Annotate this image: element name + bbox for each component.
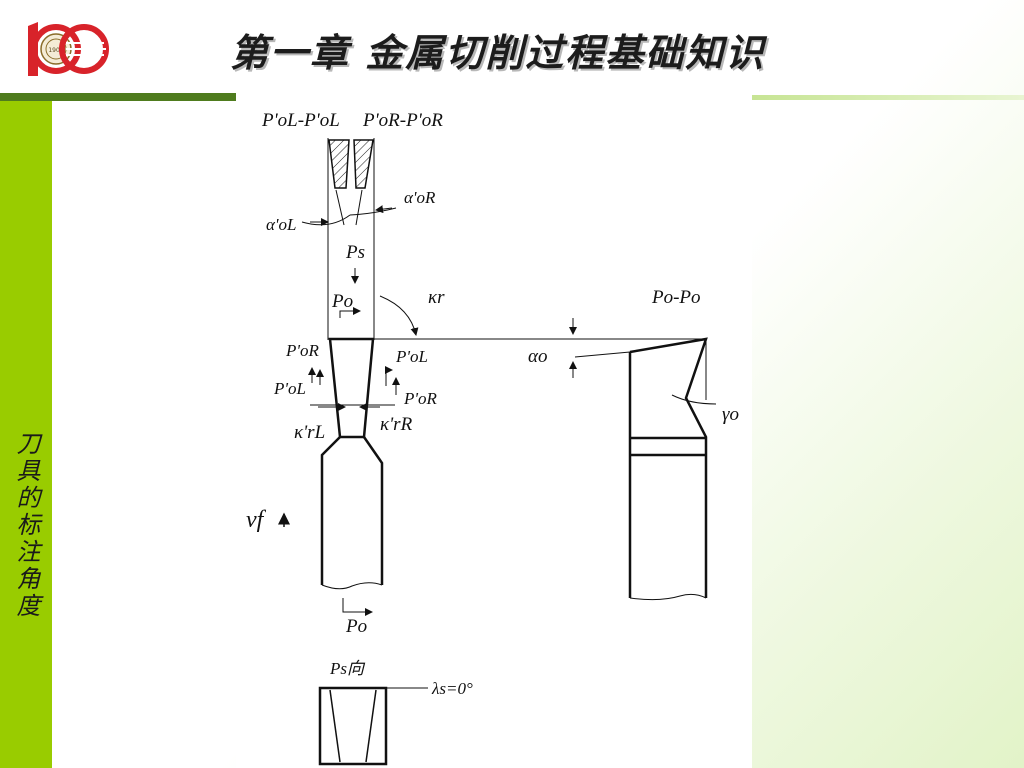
label-po-top: Po	[331, 291, 353, 312]
plane-arrows-head	[308, 366, 400, 411]
label-ps-view: Ps向	[329, 659, 366, 678]
sidebar: 刀具的标注角度	[0, 101, 52, 768]
label-ps: Ps	[345, 242, 365, 263]
label-p-oR-left: P'oR	[285, 341, 320, 360]
page-title: 第一章 金属切削过程基础知识	[230, 30, 766, 75]
sidebar-section-label: 刀具的标注角度	[12, 431, 40, 620]
ps-direction-view	[318, 686, 428, 766]
angle-alpha-oL: α'oL	[266, 215, 297, 234]
label-feed-velocity: vf	[246, 507, 267, 533]
po-bottom-arrow	[342, 598, 373, 616]
logo-year: 1909	[48, 47, 63, 54]
logo-ring-right	[59, 24, 109, 74]
angle-kappa-rR: κ'rR	[380, 414, 413, 435]
tool-plan-view	[310, 337, 395, 590]
plane-arrows-top	[339, 268, 419, 336]
angle-gamma-o: γo	[722, 404, 739, 425]
label-po-bottom: Po	[345, 616, 367, 637]
label-p-oL-right: P'oL	[395, 347, 428, 366]
label-p-oR-right: P'oR	[403, 389, 438, 408]
top-section-views	[301, 138, 397, 340]
label-p-oL-left: P'oL	[273, 379, 306, 398]
section-po-view	[628, 337, 708, 601]
university-logo: 1909	[28, 22, 109, 76]
label-po-section: Po-Po	[651, 287, 701, 308]
angle-alpha-oR: α'oR	[404, 188, 436, 207]
angle-kappa-r: κr	[428, 287, 445, 308]
drawing-panel	[236, 93, 752, 768]
angle-alpha-o: αo	[528, 346, 547, 367]
angle-lambda-s: λs=0°	[431, 679, 473, 698]
header-rule-dark	[0, 93, 240, 101]
angle-kappa-rL: κ'rL	[294, 422, 325, 443]
label-section-right-top: P'oR-P'oR	[362, 110, 443, 131]
section-angle-marks	[569, 318, 717, 405]
label-section-left-top: P'oL-P'oL	[261, 110, 340, 131]
